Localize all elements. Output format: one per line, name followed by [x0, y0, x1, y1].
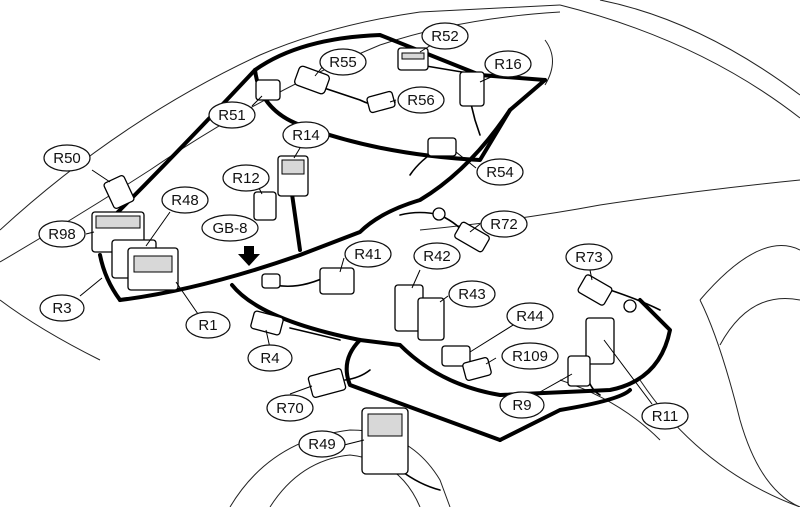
- label-r41: R41: [344, 240, 392, 268]
- connector-r11: [585, 317, 615, 365]
- label-r72: R72: [480, 210, 528, 238]
- label-r14: R14: [282, 121, 330, 149]
- connector-r4: [250, 310, 284, 336]
- connector-r98-pins: [95, 215, 141, 229]
- svg-text:R14: R14: [292, 127, 320, 144]
- leader-lines: [79, 41, 653, 447]
- svg-text:R9: R9: [512, 397, 531, 414]
- label-r1: R1: [185, 311, 231, 339]
- label-r73: R73: [565, 243, 613, 271]
- svg-text:R16: R16: [494, 56, 522, 73]
- svg-text:R43: R43: [458, 286, 486, 303]
- svg-text:R72: R72: [490, 216, 518, 233]
- label-r98: R98: [38, 220, 86, 248]
- svg-text:R55: R55: [329, 54, 357, 71]
- label-r44: R44: [506, 302, 554, 330]
- svg-text:R12: R12: [232, 170, 260, 187]
- connector-r72: [454, 221, 490, 253]
- connector-r70: [307, 367, 347, 399]
- connector-r41-terminal: [261, 273, 281, 289]
- label-r42: R42: [413, 242, 461, 270]
- connector-r16: [459, 71, 485, 107]
- connector-r49-pins: [367, 413, 403, 437]
- connector-r54: [427, 137, 457, 157]
- svg-text:R70: R70: [276, 400, 304, 417]
- connector-r14-pins: [281, 159, 305, 175]
- connector-r12: [253, 191, 277, 221]
- label-r54: R54: [476, 158, 524, 186]
- label-r49: R49: [298, 430, 346, 458]
- connector-r56: [366, 90, 396, 114]
- svg-text:R44: R44: [516, 308, 544, 325]
- down-arrow-icon: [238, 246, 260, 266]
- connector-r43: [417, 297, 445, 341]
- label-r56: R56: [397, 86, 445, 114]
- label-r48: R48: [161, 186, 209, 214]
- connectors: [91, 47, 637, 475]
- svg-text:R56: R56: [407, 92, 435, 109]
- svg-text:R11: R11: [652, 408, 678, 425]
- svg-text:R52: R52: [431, 28, 459, 45]
- svg-text:R50: R50: [53, 150, 81, 167]
- connector-r109: [462, 356, 492, 382]
- connector-r41: [319, 267, 355, 295]
- label-r3: R3: [39, 294, 85, 322]
- connector-r55: [294, 65, 330, 95]
- label-r55: R55: [319, 48, 367, 76]
- svg-text:GB-8: GB-8: [212, 220, 247, 237]
- connector-r3-pins: [133, 255, 173, 273]
- label-r4: R4: [247, 344, 293, 372]
- svg-text:R48: R48: [171, 192, 199, 209]
- svg-text:R41: R41: [354, 246, 382, 263]
- connector-r52-pins: [401, 52, 425, 60]
- connector-r73-grommet: [623, 299, 637, 313]
- connector-r9: [567, 355, 591, 387]
- svg-text:R51: R51: [218, 107, 246, 124]
- label-r50: R50: [43, 144, 91, 172]
- svg-text:R54: R54: [486, 164, 514, 181]
- svg-text:R1: R1: [198, 317, 217, 334]
- svg-text:R42: R42: [423, 248, 451, 265]
- svg-text:R73: R73: [575, 249, 603, 266]
- svg-text:R109: R109: [512, 348, 548, 365]
- svg-text:R3: R3: [52, 300, 71, 317]
- connector-r44: [441, 345, 471, 367]
- callout-labels: R52 R55 R16 R56 R51 R14 R50 R12 R48 R54 …: [38, 22, 689, 458]
- label-gb-8: GB-8: [201, 214, 259, 242]
- svg-text:R49: R49: [308, 436, 336, 453]
- connector-r73: [577, 274, 613, 306]
- label-r12: R12: [222, 164, 270, 192]
- svg-text:R98: R98: [48, 226, 76, 243]
- label-r9: R9: [499, 391, 545, 419]
- label-r43: R43: [448, 280, 496, 308]
- label-r52: R52: [421, 22, 469, 50]
- label-r109: R109: [501, 342, 559, 370]
- connector-r50: [103, 174, 135, 210]
- connector-r72-grommet: [432, 207, 446, 221]
- svg-text:R4: R4: [260, 350, 279, 367]
- label-r16: R16: [484, 50, 532, 78]
- label-r70: R70: [266, 394, 314, 422]
- label-r11: R11: [641, 402, 689, 430]
- label-r51: R51: [208, 101, 256, 129]
- connector-r51: [255, 79, 281, 101]
